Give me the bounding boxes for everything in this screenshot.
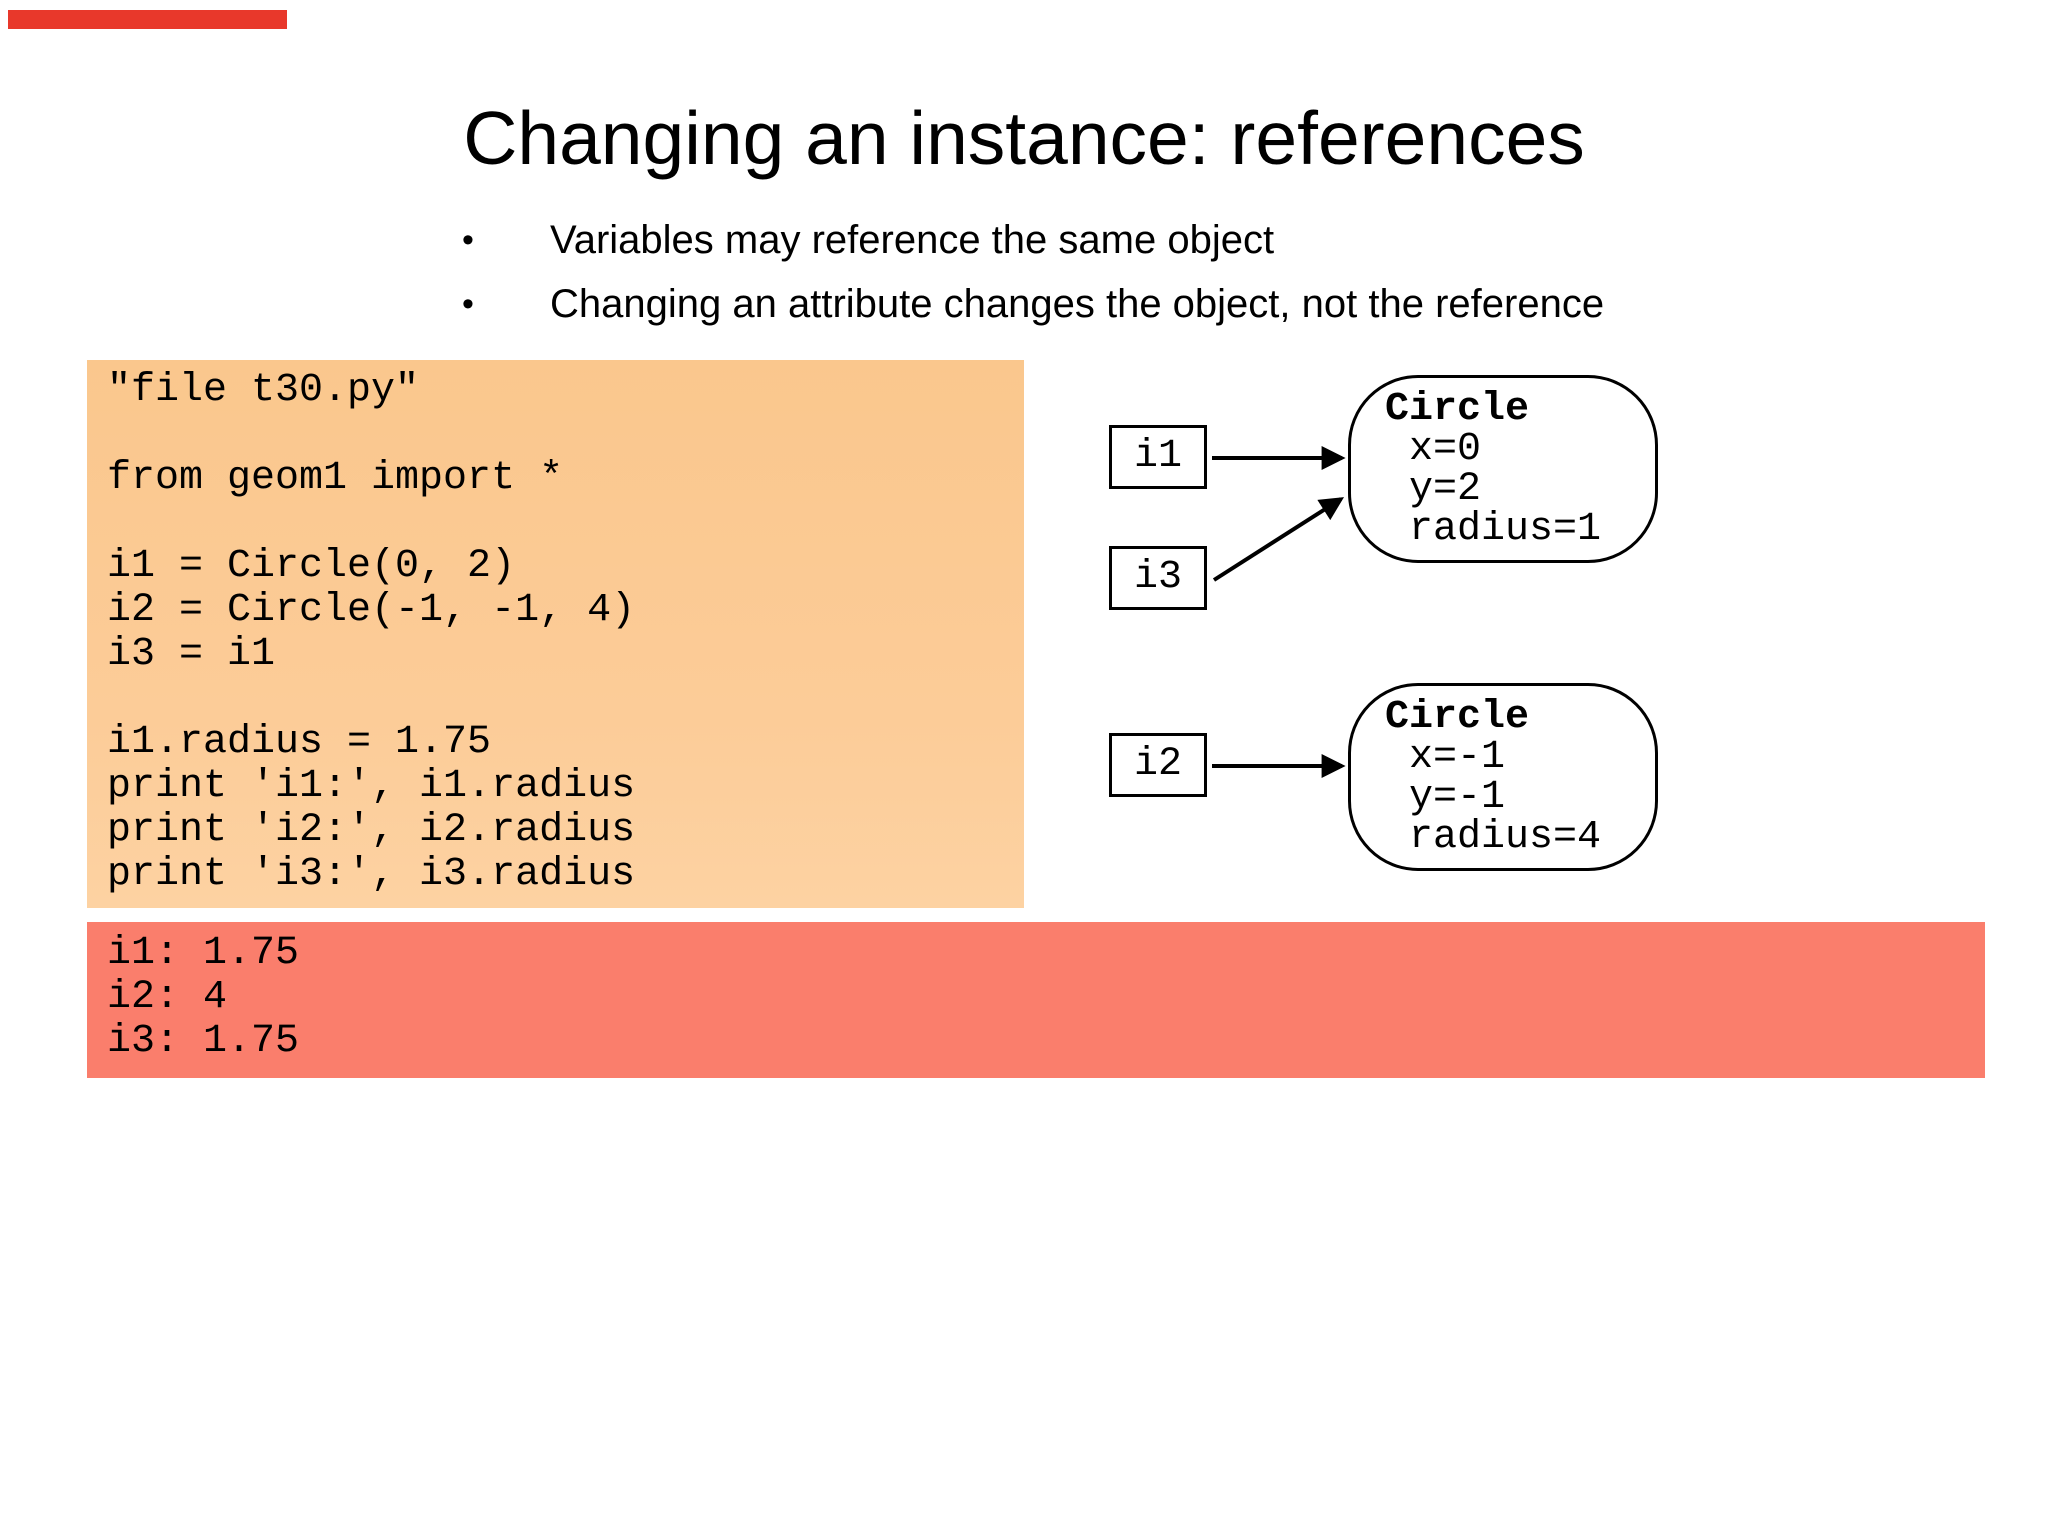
variable-box-i2: i2 xyxy=(1109,733,1207,797)
object-attribute: radius=4 xyxy=(1409,815,1602,860)
code-line: i3 = i1 xyxy=(107,632,276,677)
bullet-text: Variables may reference the same object xyxy=(550,218,1275,262)
circle-object-1: Circle x=0 y=2 radius=1 xyxy=(1348,375,1658,563)
code-line: print 'i3:', i3.radius xyxy=(107,852,636,897)
variable-box-i3: i3 xyxy=(1109,546,1207,610)
code-line: print 'i1:', i1.radius xyxy=(107,764,636,809)
bullet-dot-icon: • xyxy=(462,221,474,259)
bullet-list: • Variables may reference the same objec… xyxy=(462,218,1604,346)
code-line xyxy=(107,413,1024,457)
object-attribute: x=-1 xyxy=(1409,735,1506,780)
code-line: "file t30.py" xyxy=(107,368,420,413)
code-block: "file t30.py" from geom1 import * i1 = C… xyxy=(87,360,1024,908)
object-class-name: Circle xyxy=(1385,387,1530,432)
object-attribute: x=0 xyxy=(1409,427,1482,472)
bullet-text: Changing an attribute changes the object… xyxy=(550,282,1605,326)
object-class-name: Circle xyxy=(1385,695,1530,740)
code-line xyxy=(107,677,1024,721)
object-attribute: y=2 xyxy=(1409,467,1482,512)
object-attribute: y=-1 xyxy=(1409,775,1506,820)
output-line: i2: 4 xyxy=(107,975,228,1020)
output-line: i3: 1.75 xyxy=(107,1019,300,1064)
code-line: print 'i2:', i2.radius xyxy=(107,808,636,853)
code-line: from geom1 import * xyxy=(107,456,564,501)
code-line: i1.radius = 1.75 xyxy=(107,720,492,765)
red-accent-bar xyxy=(8,10,287,29)
code-line: i2 = Circle(-1, -1, 4) xyxy=(107,588,636,633)
variable-box-i1: i1 xyxy=(1109,425,1207,489)
bullet-dot-icon: • xyxy=(462,285,474,323)
code-line xyxy=(107,501,1024,545)
code-line: i1 = Circle(0, 2) xyxy=(107,544,516,589)
object-attribute: radius=1 xyxy=(1409,507,1602,552)
slide-title: Changing an instance: references xyxy=(463,96,1585,180)
bullet-item: • Changing an attribute changes the obje… xyxy=(462,282,1604,326)
output-block: i1: 1.75 i2: 4 i3: 1.75 xyxy=(87,922,1985,1078)
output-line: i1: 1.75 xyxy=(107,931,300,976)
bullet-item: • Variables may reference the same objec… xyxy=(462,218,1604,262)
circle-object-2: Circle x=-1 y=-1 radius=4 xyxy=(1348,683,1658,871)
arrow-i3-to-circle1 xyxy=(1212,497,1345,582)
